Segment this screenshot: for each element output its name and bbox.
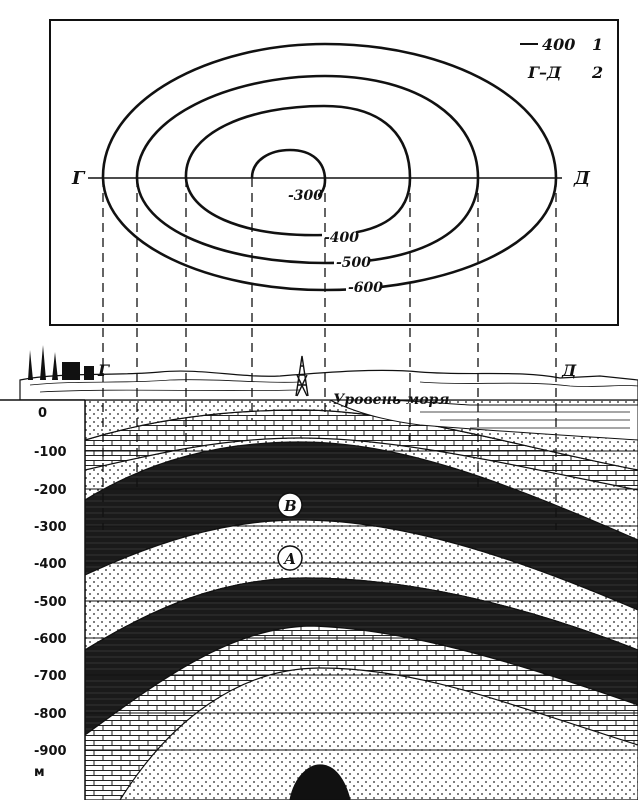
layer-a-label: А	[283, 550, 296, 568]
plan-view: 400 1 Г–Д 2 Г Д -300 -400 -500 -600	[49, 19, 619, 326]
depth-tick-800: -800	[34, 707, 67, 722]
depth-tick-600: -600	[34, 632, 67, 647]
contour-label-400: -400	[324, 230, 359, 246]
projection-lines	[102, 178, 557, 530]
depth-tick-700: -700	[34, 669, 67, 684]
depth-tick-500: -500	[34, 595, 67, 610]
legend-profile-index: 2	[591, 63, 603, 82]
depth-tick-100: -100	[34, 445, 67, 460]
sea-level-label: Уровень моря	[333, 392, 449, 408]
contour-600-line	[101, 42, 558, 292]
layer-a-marker	[277, 545, 303, 571]
contour-label-500: -500	[336, 255, 371, 271]
depth-scale: 0 -100 -200 -300 -400 -500 -600 -700 -80…	[0, 399, 86, 800]
oil-derrick-icon	[295, 355, 309, 397]
trees-icon	[28, 345, 94, 380]
legend: 400 1 Г–Д 2	[520, 35, 603, 82]
sea-waves	[420, 411, 630, 429]
depth-tick-0: 0	[38, 406, 47, 421]
section-point-left: Г	[97, 361, 110, 380]
layer-deep-core	[289, 764, 351, 800]
depth-gridlines	[85, 450, 638, 751]
plan-frame	[49, 19, 619, 326]
plan-point-right: Д	[573, 168, 591, 189]
legend-isoline-index: 1	[592, 35, 603, 54]
landscape: Уровень моря Г Д	[19, 345, 638, 408]
legend-profile-label: Г–Д	[527, 63, 562, 82]
plan-point-left: Г	[71, 168, 86, 189]
depth-unit: м	[34, 765, 45, 780]
contour-label-300: -300	[288, 188, 323, 204]
layer-b-marker	[277, 492, 303, 518]
contour-500-line	[135, 74, 480, 265]
depth-tick-200: -200	[34, 483, 67, 498]
depth-tick-900: -900	[34, 744, 67, 759]
contour-400-line	[184, 104, 412, 237]
layer-b-label: В	[283, 497, 297, 515]
contour-label-600: -600	[348, 280, 383, 296]
cross-section: Уровень моря Г Д В А 0 -1	[0, 178, 638, 800]
legend-isoline-label: 400	[542, 35, 575, 54]
layer-labels: В А	[277, 492, 303, 571]
contour-lines	[101, 42, 558, 292]
section-point-right: Д	[561, 361, 577, 380]
depth-tick-400: -400	[34, 557, 67, 572]
depth-tick-300: -300	[34, 520, 67, 535]
